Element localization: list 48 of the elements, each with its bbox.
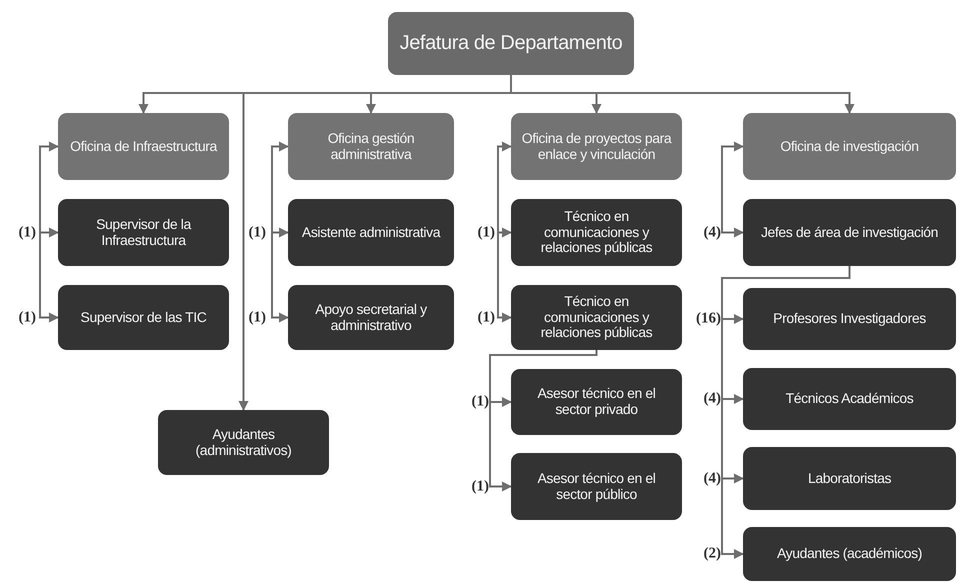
staff-count: (1) bbox=[472, 478, 489, 495]
box-label: Asistente administrativa bbox=[302, 224, 440, 240]
box-label: Técnico en comunicaciones y relaciones públicas bbox=[540, 294, 654, 341]
staff-count: (1) bbox=[248, 224, 266, 241]
box-label: Laboratoristas bbox=[808, 470, 892, 486]
office-box bbox=[511, 113, 682, 180]
connector-arrow bbox=[497, 147, 512, 322]
connector-arrow bbox=[510, 75, 854, 114]
connector-arrow bbox=[271, 142, 289, 152]
staff-count: (4) bbox=[704, 470, 721, 487]
box-label: Oficina gestión administrativa bbox=[326, 130, 416, 162]
staff-count: (2) bbox=[704, 546, 721, 562]
staff-count: (1) bbox=[472, 394, 489, 410]
office-box bbox=[743, 113, 956, 180]
staff-count: (1) bbox=[18, 309, 36, 326]
staff-count: (4) bbox=[704, 390, 721, 408]
box-label: Profesores Investigadores bbox=[773, 311, 926, 327]
box-label: Técnicos Académicos bbox=[786, 391, 914, 407]
staff-count: (1) bbox=[18, 224, 36, 241]
connector-arrow bbox=[39, 142, 59, 152]
position-box bbox=[158, 410, 329, 475]
box-label: Apoyo secretarial y administrativo bbox=[314, 302, 428, 334]
box-label: Oficina de Infraestructura bbox=[70, 138, 217, 154]
box-label: Ayudantes (administrativos) bbox=[194, 426, 292, 458]
connector-arrow bbox=[271, 147, 289, 322]
box-label: Jefes de área de investigación bbox=[760, 224, 938, 240]
box-label: Ayudantes (académicos) bbox=[776, 546, 922, 562]
box-label: Supervisor de las TIC bbox=[80, 310, 206, 326]
staff-count: (1) bbox=[478, 309, 495, 326]
connector-arrow bbox=[721, 142, 744, 152]
box-label: Técnico en comunicaciones y relaciones públicas bbox=[540, 208, 654, 256]
box-label: Jefatura de Departamento bbox=[400, 32, 622, 55]
staff-count: (4) bbox=[704, 224, 721, 241]
office-box bbox=[288, 113, 454, 180]
box-label: Oficina de investigación bbox=[780, 138, 919, 154]
connector-arrow bbox=[489, 350, 598, 492]
connector-arrow bbox=[721, 147, 744, 238]
staff-count: (16) bbox=[696, 310, 721, 328]
connector-arrow bbox=[497, 142, 512, 152]
box-label: Asesor técnico en el sector público bbox=[536, 470, 657, 502]
office-box bbox=[58, 113, 229, 180]
staff-count: (1) bbox=[248, 309, 266, 326]
department-box bbox=[388, 12, 634, 75]
box-label: Supervisor de la Infraestructura bbox=[95, 216, 192, 248]
staff-count: (1) bbox=[478, 224, 495, 241]
box-label: Asesor técnico en el sector privado bbox=[536, 386, 657, 418]
box-label: Oficina de proyectos para enlace y vinculación bbox=[521, 130, 672, 162]
connector-arrow bbox=[39, 147, 59, 322]
